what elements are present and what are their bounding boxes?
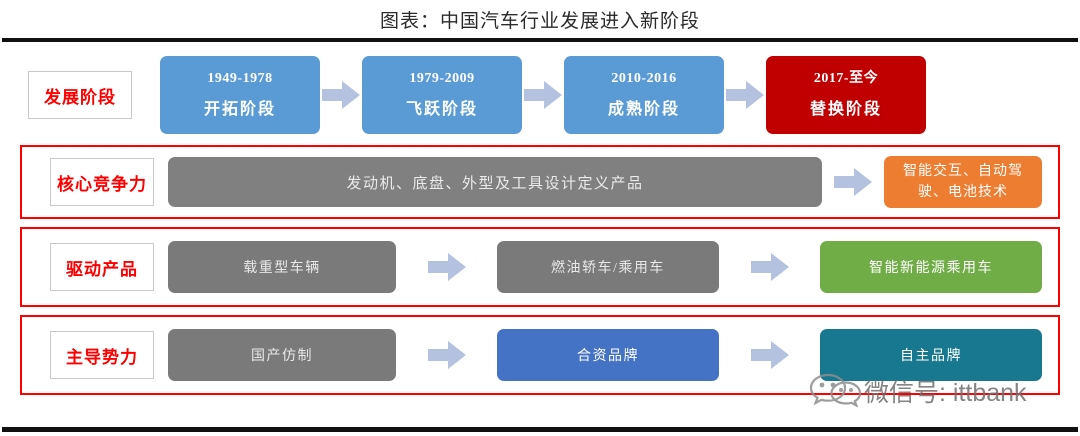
- phase-name: 成熟阶段: [607, 101, 680, 119]
- phase-name: 开拓阶段: [203, 101, 276, 119]
- row-label-dominant-force: 主导势力: [50, 331, 154, 379]
- row-development-phase: 发展阶段 1949-1978 开拓阶段 1979-2009 飞跃阶段 2010-…: [0, 43, 1080, 139]
- phase-name: 替换阶段: [809, 101, 882, 119]
- row-label-driving-product: 驱动产品: [50, 243, 154, 291]
- product-box-smart-nev[interactable]: 智能新能源乘用车: [820, 241, 1042, 293]
- arrow-icon: [749, 338, 791, 372]
- phase-box-2010-2016[interactable]: 2010-2016 成熟阶段: [564, 56, 724, 134]
- arrow-icon: [426, 338, 468, 372]
- phase-box-1949-1978[interactable]: 1949-1978 开拓阶段: [160, 56, 320, 134]
- arrow-icon: [749, 250, 791, 284]
- phase-box-2017-present[interactable]: 2017-至今 替换阶段: [766, 56, 926, 134]
- title-divider: [2, 38, 1078, 43]
- force-box-joint-venture[interactable]: 合资品牌: [497, 329, 719, 381]
- phase-years: 2017-至今: [813, 70, 879, 86]
- row-dominant-force: 主导势力 国产仿制 合资品牌 自主品牌: [20, 315, 1060, 395]
- force-box-domestic-copy[interactable]: 国产仿制: [168, 329, 396, 381]
- competency-box-legacy[interactable]: 发动机、底盘、外型及工具设计定义产品: [168, 157, 822, 207]
- phase-name: 飞跃阶段: [405, 101, 478, 119]
- competency-box-new[interactable]: 智能交互、自动驾驶、电池技术: [884, 156, 1042, 208]
- product-box-trucks[interactable]: 载重型车辆: [168, 241, 396, 293]
- arrow-icon: [522, 78, 564, 112]
- arrow-icon: [832, 165, 874, 199]
- bottom-divider: [2, 427, 1078, 432]
- title-area: 图表：中国汽车行业发展进入新阶段: [0, 0, 1080, 38]
- row-core-competency: 核心竞争力 发动机、底盘、外型及工具设计定义产品 智能交互、自动驾驶、电池技术: [20, 145, 1060, 219]
- row-driving-product: 驱动产品 载重型车辆 燃油轿车/乘用车 智能新能源乘用车: [20, 227, 1060, 307]
- phase-box-1979-2009[interactable]: 1979-2009 飞跃阶段: [362, 56, 522, 134]
- row-label-core-competency: 核心竞争力: [50, 158, 154, 206]
- phase-years: 2010-2016: [611, 70, 677, 86]
- arrow-icon: [426, 250, 468, 284]
- arrow-icon: [724, 78, 766, 112]
- phase-years: 1949-1978: [207, 70, 273, 86]
- force-box-own-brand[interactable]: 自主品牌: [820, 329, 1042, 381]
- page-title: 图表：中国汽车行业发展进入新阶段: [379, 10, 700, 32]
- phase-years: 1979-2009: [409, 70, 475, 86]
- arrow-icon: [320, 78, 362, 112]
- product-box-fuel-cars[interactable]: 燃油轿车/乘用车: [497, 241, 719, 293]
- row-label-development-phase: 发展阶段: [28, 71, 132, 119]
- diagram-board: 发展阶段 1949-1978 开拓阶段 1979-2009 飞跃阶段 2010-…: [0, 43, 1080, 395]
